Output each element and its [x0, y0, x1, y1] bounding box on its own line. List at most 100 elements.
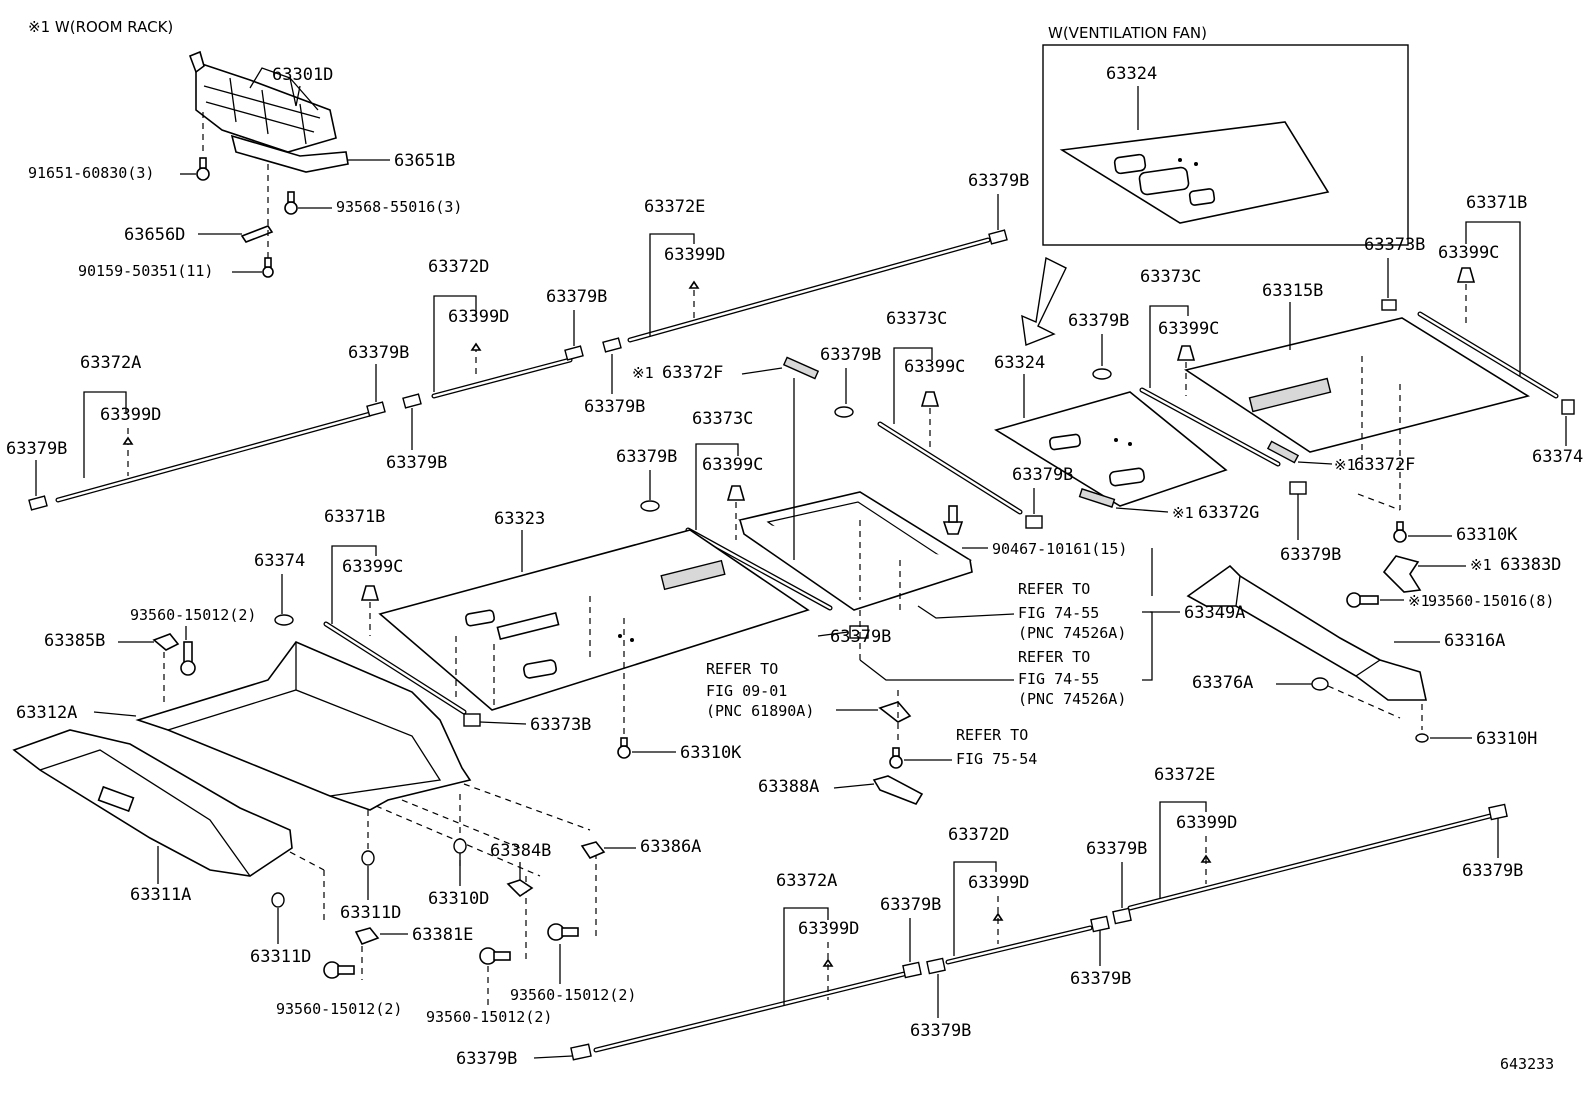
label-63372E-a: 63372E: [644, 197, 705, 217]
label-63373B-b: 63373B: [530, 715, 591, 735]
label-93560-12-a: 93560-15012(2): [130, 606, 256, 624]
clip-icon: [262, 257, 274, 278]
label-63373C-b: 63373C: [692, 409, 753, 429]
label-63399C-a: 63399C: [1158, 319, 1219, 339]
label-63310H: 63310H: [1476, 729, 1537, 749]
clip-icon-75-54: [889, 747, 903, 769]
bolt-icon-93560-c: [479, 947, 511, 965]
label-63379B-h: 63379B: [1280, 545, 1341, 565]
ref-c-refer: REFER TO: [706, 660, 778, 678]
label-63372F-a: 63372F: [662, 363, 723, 383]
label-63379B-n: 63379B: [880, 895, 941, 915]
label-63656D: 63656D: [124, 225, 185, 245]
clip-icon-63310K-b: [617, 737, 631, 759]
label-63384B: 63384B: [490, 841, 551, 861]
clip-icon-63310K-a: [1393, 521, 1407, 543]
label-63373C-c: 63373C: [886, 309, 947, 329]
label-63372A-a: 63372A: [80, 353, 141, 373]
label-63381E: 63381E: [412, 925, 473, 945]
clip-63384B: [506, 879, 534, 898]
label-63311D-a: 63311D: [340, 903, 401, 923]
note-mark-93560: ※1: [1408, 592, 1430, 610]
label-63323: 63323: [494, 509, 545, 529]
label-63316A: 63316A: [1444, 631, 1505, 651]
label-63373B-a: 63373B: [1364, 235, 1425, 255]
label-63310K-b: 63310K: [680, 743, 742, 763]
clip-63376A: [1311, 677, 1329, 691]
figure-id: 643233: [1500, 1055, 1554, 1073]
molding-strips-lower: [593, 813, 1493, 1053]
bracket-61890A: [878, 701, 912, 723]
label-63379B-j: 63379B: [830, 627, 891, 647]
label-63372G: 63372G: [1198, 503, 1259, 523]
note-mark-b: ※1: [1334, 456, 1356, 474]
bolt-icon-93560-a: [180, 641, 196, 676]
molding-strips-upper: [55, 237, 1559, 715]
ref-b-pnc: (PNC 74526A): [1018, 690, 1126, 708]
label-63379B-m: 63379B: [456, 1049, 517, 1069]
label-63399D-b: 63399D: [448, 307, 509, 327]
label-63399D-f: 63399D: [1176, 813, 1237, 833]
label-63310K-a: 63310K: [1456, 525, 1518, 545]
clip-63310H: [1415, 733, 1429, 743]
label-63374-a: 63374: [1532, 447, 1583, 467]
rail-63316A: [1186, 564, 1427, 701]
bracket-63383D: [1382, 555, 1422, 593]
note-mark-a: ※1: [632, 364, 654, 382]
label-63399D-e: 63399D: [968, 873, 1029, 893]
label-63399C-c: 63399C: [904, 357, 965, 377]
bracket-63388A: [872, 775, 924, 805]
label-93560-12-c: 93560-15012(2): [426, 1008, 552, 1026]
note-mark-g: ※1: [1172, 504, 1194, 522]
label-63399D-a: 63399D: [100, 405, 161, 425]
ref-a-refer: REFER TO: [1018, 580, 1090, 598]
trim-63311A: [12, 729, 293, 877]
label-63379B-c: 63379B: [386, 453, 447, 473]
label-63399C-b: 63399C: [1438, 243, 1499, 263]
label-63324-inset: 63324: [1106, 64, 1157, 84]
label-91651: 91651-60830(3): [28, 164, 154, 182]
ref-b-refer: REFER TO: [1018, 648, 1090, 666]
label-63379B-i: 63379B: [1012, 465, 1073, 485]
label-63311A: 63311A: [130, 885, 191, 905]
label-90159: 90159-50351(11): [78, 262, 213, 280]
clip-63379B-group: [28, 229, 1575, 727]
room-rack-assembly: [188, 50, 349, 173]
label-63379B-o: 63379B: [910, 1021, 971, 1041]
bolt-icon-93560-d: [547, 923, 579, 941]
label-63372F-b: 63372F: [1354, 455, 1415, 475]
label-93560-12-b: 93560-15012(2): [276, 1000, 402, 1018]
ref-d-fig: FIG 75-54: [956, 750, 1037, 768]
vent-headliner-inset: [1059, 121, 1330, 224]
screw-icon: [284, 191, 298, 215]
label-63399D-c: 63399D: [664, 245, 725, 265]
label-63379B-l: 63379B: [616, 447, 677, 467]
ref-d-refer: REFER TO: [956, 726, 1028, 744]
label-63324-main: 63324: [994, 353, 1045, 373]
label-63315B: 63315B: [1262, 281, 1323, 301]
label-63379B-d: 63379B: [546, 287, 607, 307]
label-63379B-a: 63379B: [6, 439, 67, 459]
label-63311D-b: 63311D: [250, 947, 311, 967]
label-63374-b: 63374: [254, 551, 305, 571]
fastener-icons-upper: [122, 280, 700, 445]
screw-icon-a: [1176, 345, 1196, 396]
label-93568: 93568-55016(3): [336, 198, 462, 216]
label-63651B: 63651B: [394, 151, 455, 171]
label-63372A-b: 63372A: [776, 871, 837, 891]
screw-icon-b: [1456, 267, 1476, 326]
label-63301D: 63301D: [272, 65, 333, 85]
panel-63312A: [135, 641, 472, 811]
label-63379B-e: 63379B: [584, 397, 645, 417]
label-63388A: 63388A: [758, 777, 819, 797]
label-63379B-b: 63379B: [348, 343, 409, 363]
bolt-icon-93560-16: [1346, 592, 1379, 608]
label-63385B: 63385B: [44, 631, 105, 651]
screw-icon-c: [920, 391, 940, 452]
label-93560-16: 93560-15016(8): [1428, 592, 1554, 610]
headliner-63315B: [1184, 317, 1531, 453]
label-63372D-a: 63372D: [428, 257, 489, 277]
note-mark-383d: ※1: [1470, 556, 1492, 574]
clip-63381E: [354, 927, 380, 946]
